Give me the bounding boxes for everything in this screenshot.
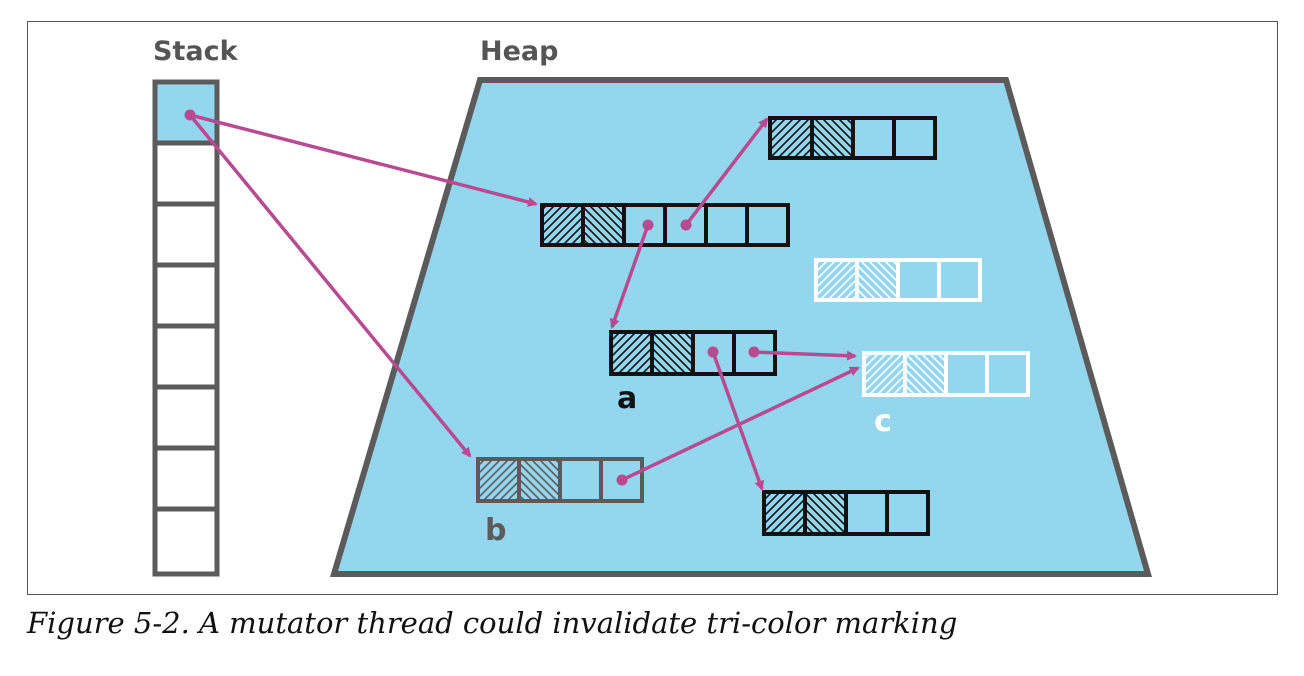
stack: [152, 79, 220, 577]
object-black-top: [768, 116, 937, 160]
pointer-center-to-top: [684, 117, 769, 227]
object-a: [609, 330, 777, 376]
pointer-origin-dot: [707, 346, 719, 358]
object-b: [476, 457, 644, 503]
object-c: [862, 351, 1030, 397]
pointer-origins: [184, 109, 760, 486]
pointer-b-to-c: [621, 366, 860, 482]
pointers: [188, 113, 860, 491]
stack-cell: [152, 445, 220, 512]
pointer-origin-dot: [616, 474, 628, 486]
object-white-unreached: [814, 258, 982, 302]
object-black-center: [540, 203, 790, 247]
stack-cell: [152, 262, 220, 329]
figure-caption: Figure 5-2. A mutator thread could inval…: [27, 606, 958, 640]
object-c-label: c: [874, 404, 892, 439]
pointer-a-to-bottom: [711, 351, 765, 491]
stack-cell: [152, 384, 220, 451]
pointer-origin-dot: [184, 109, 196, 121]
stack-cell: [152, 506, 220, 577]
stack-label: Stack: [153, 36, 239, 67]
stack-cell: [152, 201, 220, 268]
pointer-origin-dot: [680, 219, 692, 231]
object-b-label: b: [485, 513, 506, 548]
pointer-root-to-center: [189, 113, 538, 207]
heap-label: Heap: [480, 36, 558, 67]
pointer-root-to-b: [188, 113, 472, 458]
pointer-a-to-c: [753, 350, 857, 361]
stack-cell: [152, 140, 220, 207]
pointer-origin-dot: [748, 346, 760, 358]
object-black-bottom: [762, 490, 930, 536]
pointer-origin-dot: [642, 219, 654, 231]
object-a-label: a: [617, 381, 637, 416]
stack-cell: [152, 323, 220, 390]
pointer-center-to-a: [609, 224, 650, 329]
gc-diagram: Stack Heap: [152, 36, 1152, 577]
